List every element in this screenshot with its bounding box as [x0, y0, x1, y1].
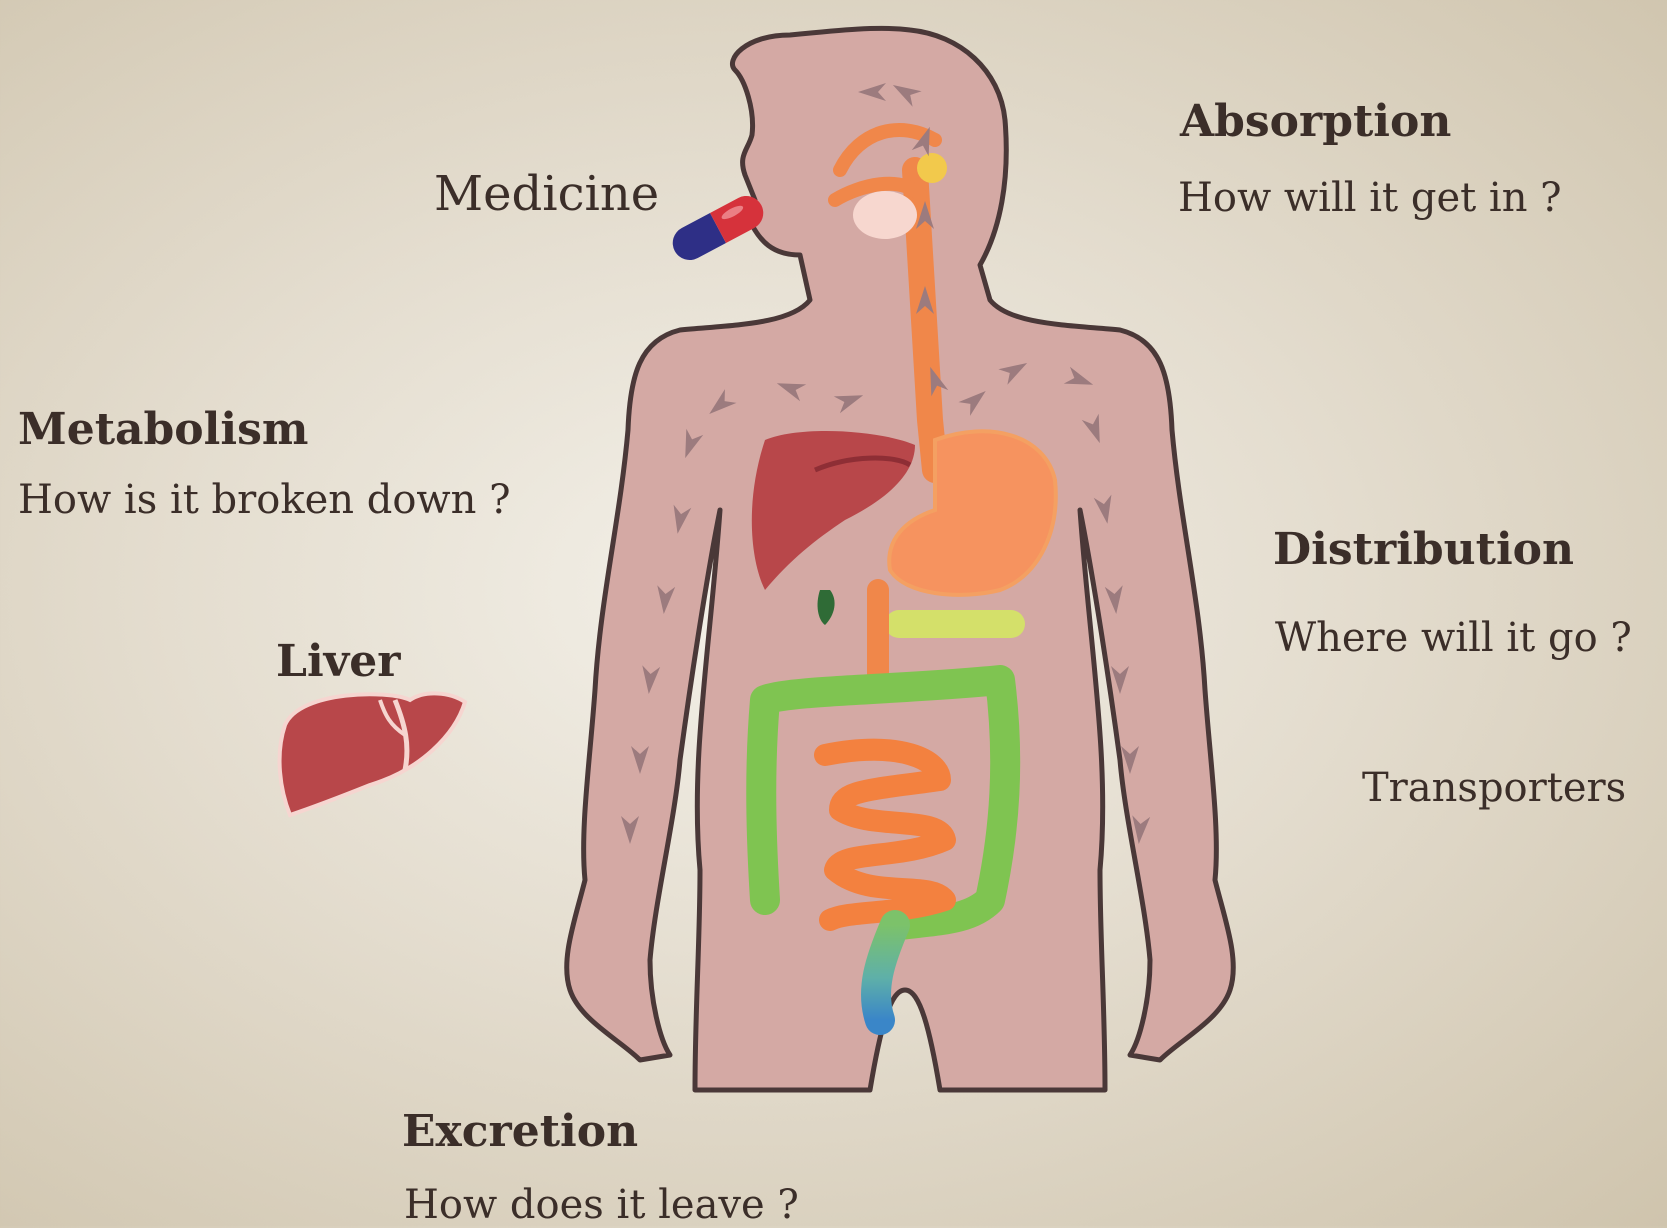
- excretion-heading: Excretion: [402, 1110, 638, 1154]
- absorption-heading: Absorption: [1180, 100, 1451, 144]
- excretion-question: How does it leave ?: [404, 1185, 799, 1225]
- metabolism-question: How is it broken down ?: [18, 480, 511, 520]
- metabolism-heading: Metabolism: [18, 408, 308, 452]
- distribution-question: Where will it go ?: [1275, 618, 1632, 658]
- pancreas: [885, 610, 1025, 638]
- brain-gland: [853, 191, 917, 239]
- medicine-label: Medicine: [434, 170, 659, 218]
- liver-icon: [280, 693, 465, 815]
- absorption-question: How will it get in ?: [1178, 178, 1562, 218]
- distribution-heading: Distribution: [1273, 528, 1574, 572]
- salivary-gland: [917, 153, 947, 183]
- medicine-capsule: [667, 190, 769, 266]
- liver-label: Liver: [276, 640, 400, 684]
- transporters-label: Transporters: [1362, 768, 1626, 808]
